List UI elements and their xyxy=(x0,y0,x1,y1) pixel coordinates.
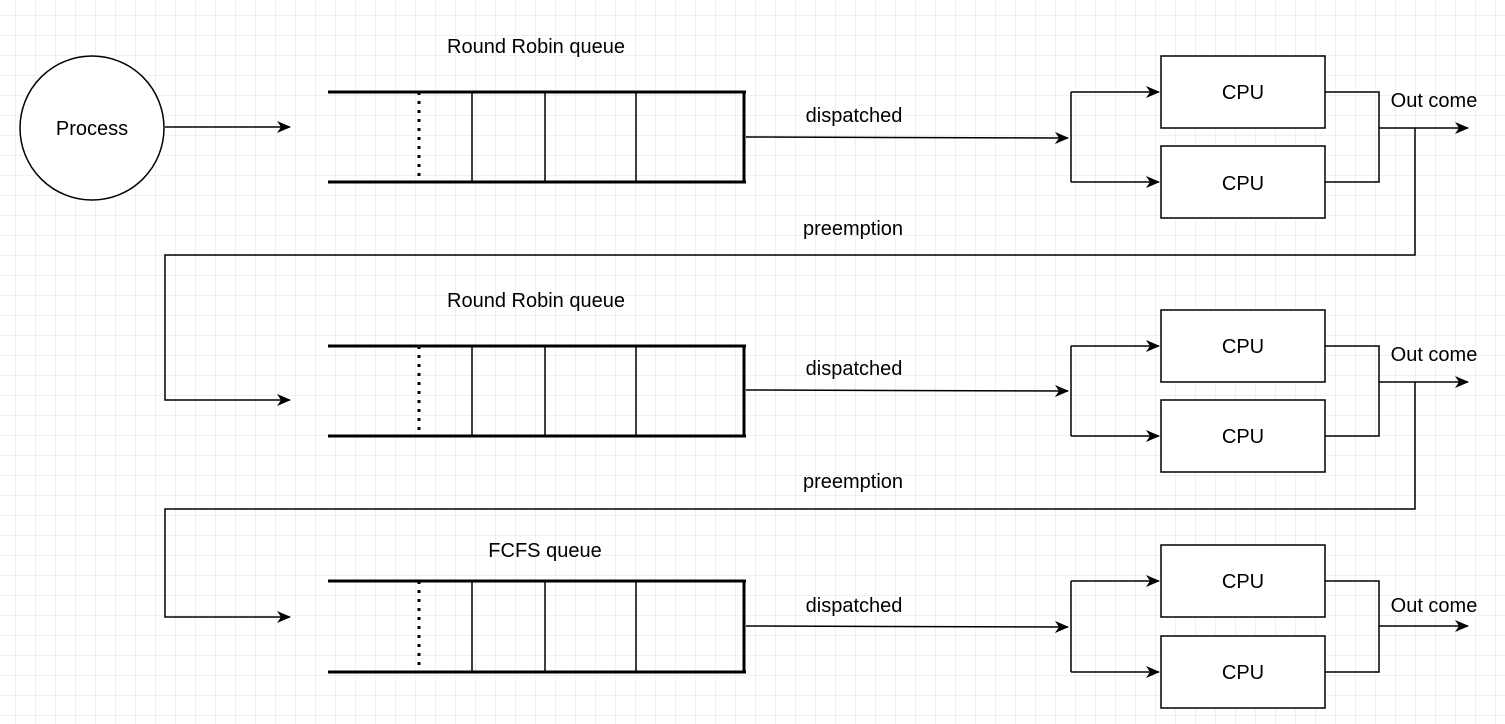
preemption-path-1: preemption xyxy=(164,128,1416,406)
preemption-path-2: preemption xyxy=(164,382,1416,623)
queue-label: FCFS queue xyxy=(488,540,601,562)
outcome-label: Out come xyxy=(1391,90,1478,112)
dispatch-label: dispatched xyxy=(806,105,903,127)
queue-1 xyxy=(328,90,746,184)
preemption-label: preemption xyxy=(803,471,903,493)
cpu-label: CPU xyxy=(1222,336,1264,358)
cpu-label: CPU xyxy=(1222,426,1264,448)
queue-label: Round Robin queue xyxy=(447,36,625,58)
cpu-box: CPU xyxy=(1160,544,1326,618)
cpu-label: CPU xyxy=(1222,662,1264,684)
process-label: Process xyxy=(56,118,128,140)
queue-3 xyxy=(328,579,746,674)
dispatch-label: dispatched xyxy=(806,595,903,617)
stage-3: FCFS queue dispatched CPU CPU Out come xyxy=(328,540,1478,709)
preemption-label: preemption xyxy=(803,218,903,240)
merge-line xyxy=(1325,345,1380,437)
cpu-label: CPU xyxy=(1222,82,1264,104)
dispatch-label: dispatched xyxy=(806,358,903,380)
stage-2: Round Robin queue dispatched CPU CPU Out… xyxy=(328,290,1478,473)
dispatch-arrow xyxy=(745,384,1069,397)
cpu-label: CPU xyxy=(1222,571,1264,593)
outcome-label: Out come xyxy=(1391,595,1478,617)
merge-line xyxy=(1325,91,1380,183)
process-node: Process xyxy=(19,55,165,201)
outcome-label: Out come xyxy=(1391,344,1478,366)
process-circle xyxy=(19,55,165,201)
stage-1: Round Robin queue dispatched CPU CPU Out… xyxy=(328,36,1478,219)
queue-label: Round Robin queue xyxy=(447,290,625,312)
merge-line xyxy=(1325,580,1380,673)
cpu-box: CPU xyxy=(1160,145,1326,219)
cpu-box: CPU xyxy=(1160,55,1326,129)
preemption-arrow xyxy=(164,382,1416,623)
cpu-box: CPU xyxy=(1160,635,1326,709)
cpu-box: CPU xyxy=(1160,399,1326,473)
queue-2 xyxy=(328,344,746,438)
dispatch-arrow xyxy=(745,131,1069,144)
preemption-arrow xyxy=(164,128,1416,406)
cpu-label: CPU xyxy=(1222,173,1264,195)
dispatch-arrow xyxy=(745,620,1069,633)
cpu-box: CPU xyxy=(1160,309,1326,383)
